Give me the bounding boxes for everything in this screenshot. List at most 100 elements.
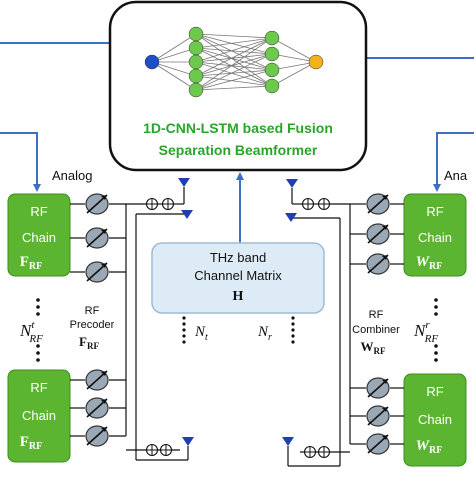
svg-text:WRF: WRF xyxy=(416,438,443,456)
svg-text:FRF: FRF xyxy=(20,434,43,452)
antenna-icon xyxy=(182,437,194,446)
left-feedback-line xyxy=(0,132,41,192)
nn-node xyxy=(308,54,324,70)
right-rf-chain-2: RF Chain WRF xyxy=(403,373,467,467)
nn-edge xyxy=(195,75,273,87)
nn-edge xyxy=(195,33,273,39)
nn-node xyxy=(188,68,204,84)
svg-text:Chain: Chain xyxy=(22,408,56,423)
nn-node xyxy=(188,82,204,98)
beamformer-title-line1: 1D-CNN-LSTM based Fusion xyxy=(143,120,333,136)
nn-edge xyxy=(195,69,273,91)
nn-edge xyxy=(195,53,273,77)
svg-text:RF: RF xyxy=(30,380,47,395)
nn-edge xyxy=(195,33,273,55)
antenna-icon xyxy=(285,213,297,222)
nn-edge xyxy=(195,53,273,63)
antenna-icon xyxy=(181,210,193,219)
nn-node xyxy=(264,30,280,46)
phase-shifter-arrowhead xyxy=(101,195,107,200)
nn-edge xyxy=(195,47,273,87)
phase-shifter-arrowhead xyxy=(382,407,388,412)
beamformer-box: 1D-CNN-LSTM based Fusion Separation Beam… xyxy=(108,0,368,172)
phase-shifter-arrowhead xyxy=(382,255,388,260)
nn-edge xyxy=(195,37,273,49)
nn-edge xyxy=(151,61,197,77)
right-antenna-dots xyxy=(291,316,295,344)
left-antenna-dots xyxy=(182,316,186,344)
left-antenna-count: Nt xyxy=(194,324,208,343)
channel-symbol: H xyxy=(233,289,244,304)
right-analog-label: Ana xyxy=(444,168,468,183)
nn-node xyxy=(188,26,204,42)
nn-edge xyxy=(195,53,273,91)
nn-node xyxy=(264,78,280,94)
phase-shifter-arrowhead xyxy=(382,225,388,230)
phase-shifter-arrowhead xyxy=(101,427,107,432)
nn-node xyxy=(188,40,204,56)
svg-text:FRF: FRF xyxy=(20,254,43,272)
svg-text:RF: RF xyxy=(85,305,100,317)
nn-node xyxy=(264,62,280,78)
svg-text:WRF: WRF xyxy=(361,339,386,356)
channel-matrix-box: THz band Channel Matrix H xyxy=(151,242,325,314)
phase-shifter-arrowhead xyxy=(101,371,107,376)
right-chain-dots xyxy=(434,298,438,362)
left-rf-chain-2: RF Chain FRF xyxy=(7,369,71,463)
nn-edge xyxy=(195,33,273,87)
nn-edge xyxy=(195,47,273,55)
nn-node xyxy=(188,54,204,70)
svg-text:RF: RF xyxy=(30,204,47,219)
nn-edge xyxy=(195,37,273,63)
nn-edge xyxy=(271,61,317,87)
nn-edge xyxy=(195,37,273,77)
svg-text:RF: RF xyxy=(369,309,384,321)
phase-shifter-arrowhead xyxy=(382,195,388,200)
antenna-icon xyxy=(286,179,298,188)
nn-node xyxy=(264,46,280,62)
phase-shifter-arrowhead xyxy=(101,263,107,268)
nn-edge xyxy=(271,61,317,71)
svg-text:RF: RF xyxy=(426,384,443,399)
right-feedback-line xyxy=(433,132,474,192)
svg-text:Chain: Chain xyxy=(22,230,56,245)
left-rf-chain-1: RF Chain FRF xyxy=(7,193,71,277)
nn-edge xyxy=(271,37,317,63)
svg-text:RF: RF xyxy=(426,204,443,219)
channel-line2: Channel Matrix xyxy=(194,268,282,283)
nn-edge xyxy=(195,47,273,71)
svg-text:Chain: Chain xyxy=(418,412,452,427)
phase-shifter-arrowhead xyxy=(382,435,388,440)
svg-text:Combiner: Combiner xyxy=(352,324,400,336)
rf-precoder-label: RF Precoder FRF xyxy=(70,305,115,351)
antenna-icon xyxy=(178,178,190,187)
nn-edge xyxy=(195,33,273,71)
channel-line1: THz band xyxy=(210,250,266,265)
nn-edge xyxy=(151,33,197,63)
antenna-icon xyxy=(282,437,294,446)
svg-text:FRF: FRF xyxy=(79,334,99,351)
phase-shifter-arrowhead xyxy=(101,229,107,234)
beamformer-title-line2: Separation Beamformer xyxy=(159,142,318,158)
nn-edge xyxy=(195,37,273,91)
nn-node xyxy=(144,54,160,70)
left-chain-dots xyxy=(36,298,40,362)
right-rf-chain-1: RF Chain WRF xyxy=(403,193,467,277)
left-analog-label: Analog xyxy=(52,168,92,183)
rf-wiring xyxy=(70,178,404,467)
nn-edge xyxy=(151,47,197,63)
svg-text:WRF: WRF xyxy=(416,254,443,272)
svg-text:Chain: Chain xyxy=(418,230,452,245)
nn-edge xyxy=(195,61,273,71)
phase-shifter-arrowhead xyxy=(101,399,107,404)
right-antenna-count: Nr xyxy=(257,324,272,343)
phase-shifter-arrowhead xyxy=(382,379,388,384)
nn-edge xyxy=(195,69,273,77)
nn-edge xyxy=(195,85,273,91)
nn-edge xyxy=(151,61,197,91)
svg-text:Precoder: Precoder xyxy=(70,319,115,331)
nn-edge xyxy=(195,61,273,87)
